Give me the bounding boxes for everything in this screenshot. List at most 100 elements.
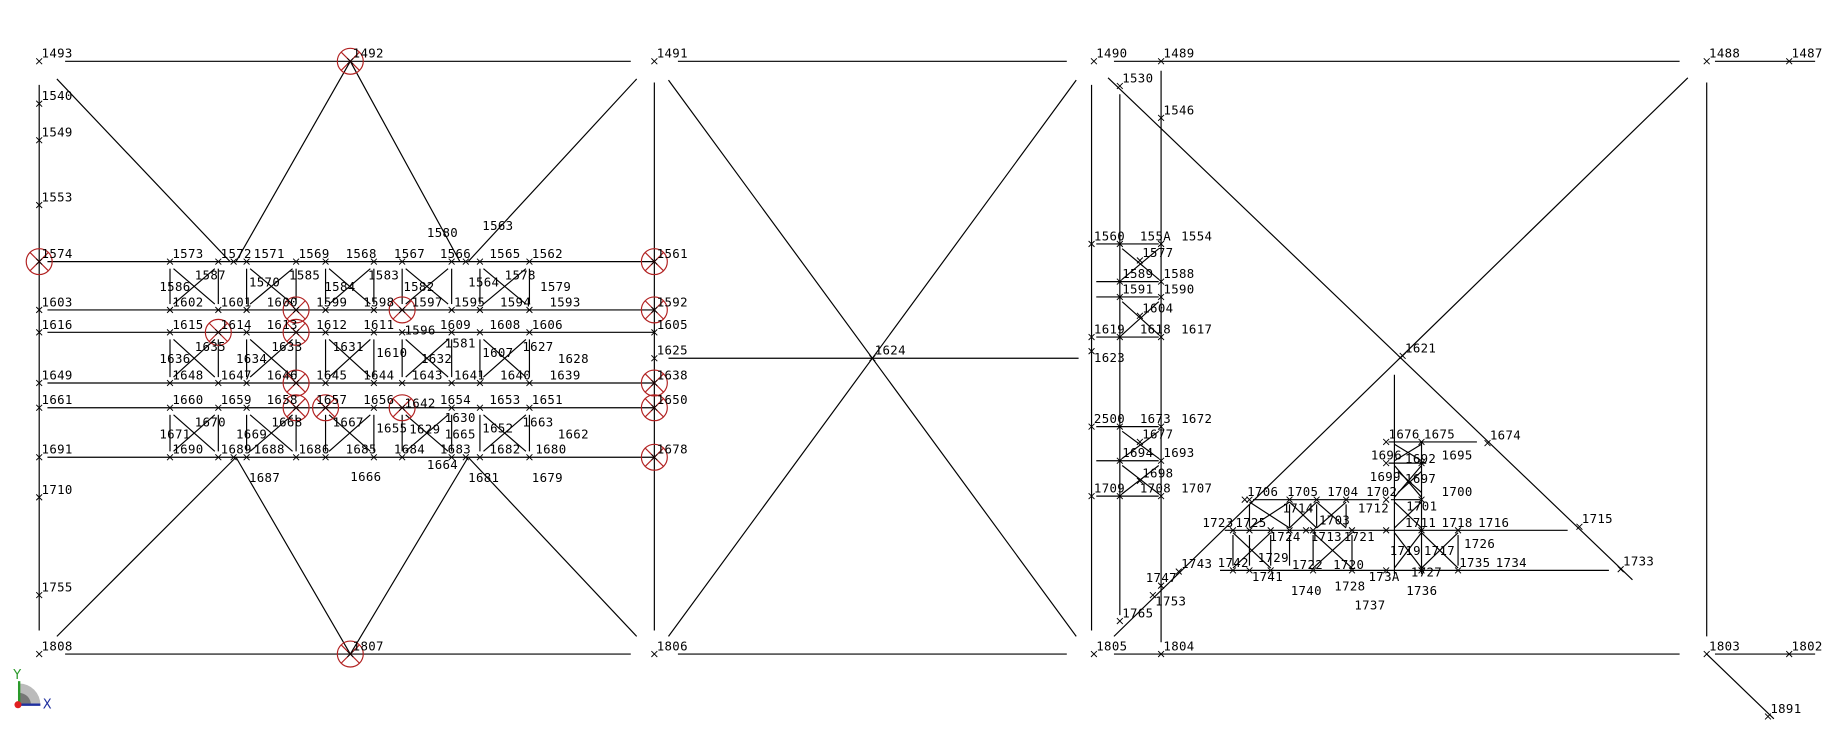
node[interactable]: 1607 [476, 329, 513, 360]
node[interactable]: 1566 [398, 247, 471, 265]
node[interactable]: 1636 [159, 352, 190, 366]
node[interactable]: 1635 [195, 340, 226, 354]
node[interactable]: 1614 [215, 318, 252, 336]
node[interactable]: 1658 [243, 393, 298, 412]
node[interactable]: 1689 [215, 443, 252, 461]
node[interactable]: 1802 [1785, 640, 1822, 658]
node[interactable]: 1572 [215, 247, 252, 265]
node[interactable]: 1568 [322, 247, 377, 265]
node[interactable]: 1742 [1218, 556, 1249, 574]
node[interactable]: 1639 [526, 368, 580, 387]
node[interactable]: 1734 [1454, 556, 1527, 574]
node[interactable]: 1599 [292, 295, 347, 314]
node[interactable]: 1593 [526, 295, 580, 314]
node[interactable]: 1747 [1146, 571, 1177, 589]
node[interactable]: 1581 [445, 337, 476, 351]
node[interactable]: 1488 [1703, 47, 1740, 65]
node[interactable]: 1703 [1313, 496, 1350, 528]
node[interactable]: 1724 [1246, 527, 1301, 544]
node[interactable]: 1596 [398, 306, 435, 338]
node[interactable]: 1617 [1157, 323, 1212, 341]
node[interactable]: 1567 [370, 247, 425, 265]
node[interactable]: 1624 [869, 344, 906, 362]
node[interactable]: 1667 [333, 416, 364, 430]
node[interactable]: 1743 [1175, 557, 1212, 575]
node[interactable]: 1647 [215, 368, 252, 387]
node[interactable]: 1690 [166, 443, 203, 461]
node[interactable]: 1643 [370, 368, 443, 387]
node[interactable]: 1753 [1149, 591, 1186, 609]
node[interactable]: 1641 [448, 368, 485, 387]
node[interactable]: 1601 [215, 295, 252, 314]
node[interactable]: 1590 [1157, 282, 1194, 301]
node[interactable]: 1663 [522, 416, 553, 430]
node[interactable]: 1765 [1116, 607, 1153, 625]
node[interactable]: 1570 [243, 258, 280, 290]
node[interactable]: 155A [1116, 229, 1171, 248]
node[interactable]: 1803 [1703, 640, 1740, 658]
node[interactable]: 1693 [1157, 446, 1194, 465]
node[interactable]: 1619 [1088, 323, 1125, 341]
node[interactable]: 1672 [1157, 412, 1212, 430]
node[interactable]: 1625 [651, 344, 688, 362]
node[interactable]: 1554 [1157, 229, 1212, 248]
node[interactable]: 1685 [322, 443, 377, 461]
node[interactable]: 1612 [292, 318, 347, 336]
node[interactable]: 1683 [398, 443, 471, 461]
node[interactable]: 1569 [292, 247, 329, 265]
node[interactable]: 1665 [445, 427, 476, 441]
node[interactable]: 1661 [35, 393, 72, 412]
node[interactable]: 1720 [1309, 527, 1364, 572]
node[interactable]: 1704 [1286, 485, 1359, 503]
node[interactable]: 1740 [1267, 567, 1322, 598]
node[interactable]: 1651 [526, 393, 563, 412]
node[interactable]: 1609 [398, 318, 471, 336]
node[interactable]: 1716 [1454, 516, 1509, 534]
node[interactable]: 1603 [35, 295, 72, 314]
node[interactable]: 1692 [1405, 452, 1436, 466]
node[interactable]: 1602 [166, 295, 203, 314]
node[interactable]: 1595 [448, 295, 485, 314]
node[interactable]: 1493 [35, 47, 72, 65]
node[interactable]: 1705 [1246, 485, 1319, 503]
node[interactable]: 1698 [1136, 466, 1173, 485]
node[interactable]: 1648 [166, 368, 203, 387]
node[interactable]: 1588 [1157, 267, 1194, 285]
node[interactable]: 1618 [1116, 323, 1171, 341]
node[interactable]: 1591 [1116, 282, 1153, 301]
node[interactable]: 1650 [651, 393, 688, 412]
node[interactable]: 1642 [398, 379, 435, 411]
node[interactable]: 1578 [505, 268, 536, 282]
node[interactable]: 1628 [558, 352, 589, 366]
node[interactable]: 1584 [324, 280, 355, 294]
node[interactable]: 1729 [1258, 551, 1289, 565]
node[interactable]: 1564 [462, 258, 499, 290]
node[interactable]: 1697 [1405, 472, 1436, 486]
node[interactable]: 1805 [1090, 640, 1127, 658]
node[interactable]: 1608 [448, 318, 521, 336]
node[interactable]: 1633 [271, 340, 302, 354]
node[interactable]: 173A [1309, 567, 1400, 584]
node[interactable]: 1711 [1405, 516, 1436, 530]
node[interactable]: 1577 [1136, 246, 1173, 264]
node[interactable]: 1655 [370, 404, 407, 436]
node[interactable]: 1652 [476, 404, 513, 436]
node[interactable]: 1675 [1418, 427, 1455, 446]
node[interactable]: 1583 [368, 268, 399, 282]
node[interactable]: 1708 [1116, 482, 1171, 500]
node[interactable]: 1587 [195, 268, 226, 282]
node[interactable]: 1540 [35, 89, 72, 107]
node[interactable]: 1700 [1418, 485, 1473, 503]
node[interactable]: 1717 [1418, 527, 1455, 558]
node[interactable]: 1582 [403, 280, 434, 294]
node[interactable]: 1597 [370, 295, 443, 314]
node[interactable]: 1553 [35, 191, 72, 209]
node[interactable]: 1808 [35, 640, 72, 658]
node[interactable]: 1560 [1088, 229, 1125, 248]
node[interactable]: 1669 [236, 427, 267, 441]
node[interactable]: 1709 [1088, 482, 1125, 500]
node[interactable]: 1714 [1282, 502, 1313, 516]
node[interactable]: 1804 [1157, 640, 1194, 658]
node[interactable]: 1707 [1157, 482, 1212, 500]
node[interactable]: 1610 [370, 329, 407, 360]
